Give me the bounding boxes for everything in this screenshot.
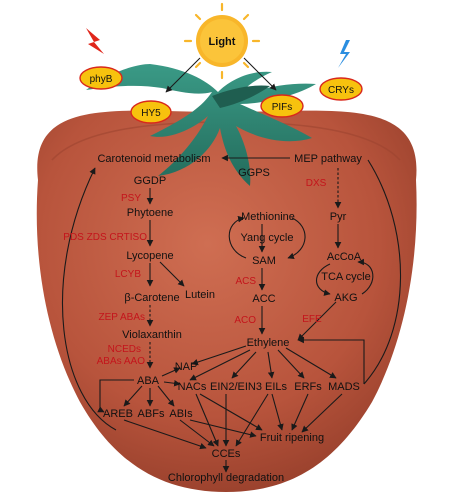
carotenoid-metabolism-label: Carotenoid metabolism (97, 153, 210, 165)
mads-to-ethylene-feedback (297, 336, 365, 384)
psy-enzyme: PSY (121, 193, 141, 204)
ethylene-to-mads-arrow (285, 347, 337, 379)
light-label: Light (209, 36, 236, 48)
ethylene-to-eils-arrow (267, 351, 275, 379)
yang-cycle-right-arc (287, 217, 306, 260)
areb-label: AREB (103, 408, 133, 420)
sam-label: SAM (252, 255, 276, 267)
aba-to-nap-arrow (161, 367, 181, 377)
lycopene-label: Lycopene (126, 250, 173, 262)
crys-label: CRYs (328, 85, 354, 96)
ggps-label: GGPS (238, 167, 270, 179)
yang-cycle-left-arc (228, 215, 247, 259)
aba-to-abis-arrow (157, 385, 175, 407)
sun-icon (183, 2, 261, 80)
crys-oval: CRYs (319, 77, 363, 101)
hy5-oval: HY5 (130, 100, 172, 124)
violaxanthin-label: Violaxanthin (122, 329, 182, 341)
aba-to-areb-arrow (123, 385, 143, 407)
tomato-body (36, 110, 417, 492)
efe-enzyme: EFE (302, 314, 322, 325)
areb-to-cces-arrow (123, 419, 207, 450)
accoa-label: AcCoA (327, 251, 362, 263)
pyr-label: Pyr (330, 211, 347, 223)
akg-to-accoa-right-arc (357, 258, 374, 295)
ethylene-to-ein2-arrow (231, 351, 257, 379)
erfs-to-ripening-arrow (291, 393, 309, 431)
eils-to-ripening-arrow (271, 393, 284, 431)
abas-aao-enzymes: ABAs AAO (97, 356, 146, 367)
nacs-label: NACs (178, 381, 207, 393)
acs-enzyme: ACS (235, 276, 256, 287)
akg-label: AKG (334, 292, 357, 304)
nacs-to-cces-arrow (195, 393, 219, 447)
ethylene-to-nacs-arrow (189, 349, 251, 381)
eils-to-cces-arrow (235, 393, 269, 447)
mads-label: MADS (328, 381, 360, 393)
ethylene-to-erfs-arrow (277, 349, 305, 379)
ein2-ein3-label: EIN2/EIN3 (210, 381, 262, 393)
calyx-leaves (86, 64, 316, 186)
dxs-enzyme: DXS (306, 178, 327, 189)
erfs-label: ERFs (294, 381, 322, 393)
zep-abas-enzymes: ZEP ABAs (98, 312, 145, 323)
abis-to-cces-arrow (179, 419, 215, 447)
abis-label: ABIs (169, 408, 193, 420)
aba-to-nacs-arrow (163, 379, 181, 387)
aba-label: ABA (137, 375, 160, 387)
abis-to-ripening-arrow (189, 419, 257, 438)
light-to-hy5-arrow (165, 57, 201, 93)
ethylene-to-nap-arrow (191, 345, 247, 366)
mads-to-ripening-arrow (301, 393, 343, 433)
yang-cycle-label: Yang cycle (241, 232, 294, 244)
phyb-oval: phyB (79, 66, 123, 90)
methionine-label: Methionine (241, 211, 295, 223)
pifs-label: PIFs (272, 102, 293, 113)
akg-to-ethylene-arrow (297, 301, 337, 341)
cces-label: CCEs (212, 448, 241, 460)
right-loop-line (363, 159, 402, 385)
aba-areb-loop (97, 379, 134, 413)
acc-label: ACC (252, 293, 275, 305)
lcyb-enzyme: LCYB (115, 269, 141, 280)
beta-carotene-label: β-Carotene (124, 292, 179, 304)
pifs-oval: PIFs (260, 94, 304, 118)
phyb-label: phyB (90, 74, 113, 85)
chlorophyll-degradation-label: Chlorophyll degradation (168, 472, 284, 484)
light-to-pifs-arrow (243, 57, 277, 91)
red-lightning-icon (86, 28, 104, 54)
fruit-ripening-label: Fruit ripening (260, 432, 324, 444)
hy5-label: HY5 (141, 108, 161, 119)
ethylene-label: Ethylene (247, 337, 290, 349)
phytoene-label: Phytoene (127, 207, 173, 219)
nap-label: NAP (175, 361, 198, 373)
lycopene-to-lutein-arrow (159, 261, 185, 287)
abfs-label: ABFs (138, 408, 165, 420)
nceds-enzyme: NCEDs (108, 344, 141, 355)
tca-cycle-label: TCA cycle (321, 271, 371, 283)
blue-lightning-icon (338, 40, 350, 68)
accoa-to-akg-left-arc (315, 263, 331, 296)
lutein-label: Lutein (185, 289, 215, 301)
pds-zds-crtiso-enzymes: PDS ZDS CRTISO (63, 232, 147, 243)
aco-enzyme: ACO (234, 315, 256, 326)
left-loop-arrow (62, 167, 117, 431)
eils-label: EILs (265, 381, 288, 393)
mep-pathway-label: MEP pathway (294, 153, 362, 165)
nacs-to-ripening-arrow (199, 393, 263, 431)
ggdp-label: GGDP (134, 175, 166, 187)
